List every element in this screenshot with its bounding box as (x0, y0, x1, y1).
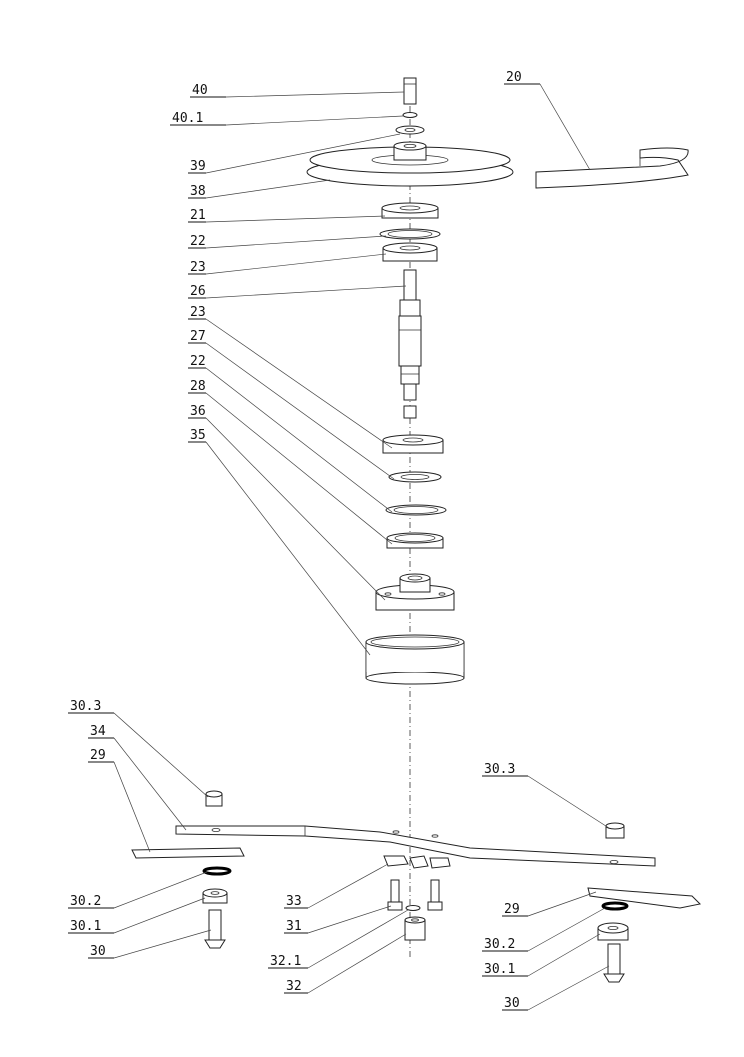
label-30-1-right: 30.1 (482, 962, 528, 977)
part-30-3-nut-left (205, 790, 223, 807)
svg-text:29: 29 (504, 902, 520, 917)
svg-text:22: 22 (190, 234, 206, 249)
label-29-left: 29 (88, 748, 114, 763)
part-38-pulley (306, 141, 514, 187)
label-30-left: 30 (88, 944, 114, 959)
part-30-2-ring-left (202, 866, 232, 876)
part-33-brackets (383, 855, 451, 869)
label-31: 31 (284, 919, 308, 934)
svg-text:23: 23 (190, 260, 206, 275)
svg-text:36: 36 (190, 404, 206, 419)
label-32-1: 32.1 (268, 954, 308, 969)
label-30-2-right: 30.2 (482, 937, 528, 952)
part-30-bolt-left (204, 909, 226, 949)
svg-text:28: 28 (190, 379, 206, 394)
svg-text:30.2: 30.2 (70, 894, 101, 909)
svg-text:40.1: 40.1 (172, 111, 203, 126)
svg-text:30.3: 30.3 (70, 699, 101, 714)
label-30-2-left: 30.2 (68, 894, 114, 909)
svg-text:39: 39 (190, 159, 206, 174)
leader-lines (113, 83, 610, 1011)
svg-text:40: 40 (192, 83, 208, 98)
svg-text:30.1: 30.1 (70, 919, 101, 934)
part-27-circlip (388, 471, 442, 483)
label-22-lower: 22 (188, 354, 206, 369)
svg-text:38: 38 (190, 184, 206, 199)
part-31-bolts (387, 879, 443, 911)
part-21-bearing (381, 202, 439, 219)
part-28-seal (386, 532, 444, 549)
svg-text:29: 29 (90, 748, 106, 763)
svg-text:31: 31 (286, 919, 302, 934)
svg-text:34: 34 (90, 724, 106, 739)
label-20: 20 (504, 70, 540, 85)
label-40-1: 40.1 (170, 111, 226, 126)
part-30-1-bush-left (202, 888, 228, 904)
svg-text:35: 35 (190, 428, 206, 443)
svg-text:30: 30 (90, 944, 106, 959)
part-30-bolt-right (603, 943, 625, 983)
label-23-lower: 23 (188, 305, 206, 320)
part-30-3-nut-right (605, 822, 625, 839)
label-21: 21 (188, 208, 206, 223)
label-27: 27 (188, 329, 206, 344)
label-38: 38 (188, 184, 206, 199)
part-40-1-washer (402, 112, 418, 118)
part-20-guard (535, 147, 689, 189)
part-29-blade-right (587, 887, 702, 909)
svg-text:30: 30 (504, 996, 520, 1011)
label-30-right: 30 (502, 996, 528, 1011)
part-23-bearing-lower (382, 434, 444, 454)
label-26: 26 (188, 284, 206, 299)
svg-text:26: 26 (190, 284, 206, 299)
svg-text:30.1: 30.1 (484, 962, 515, 977)
part-30-1-bush-right (597, 922, 629, 941)
svg-text:32: 32 (286, 979, 302, 994)
svg-text:33: 33 (286, 894, 302, 909)
label-34: 34 (88, 724, 114, 739)
label-32: 32 (284, 979, 308, 994)
svg-text:22: 22 (190, 354, 206, 369)
part-30-2-ring-right (601, 901, 629, 911)
part-34-bar (175, 825, 656, 867)
part-32-spacer (404, 916, 426, 941)
svg-text:20: 20 (506, 70, 522, 85)
label-30-1-left: 30.1 (68, 919, 114, 934)
label-23-upper: 23 (188, 260, 206, 275)
part-22-circlip-lower (385, 504, 447, 516)
label-39: 39 (188, 159, 206, 174)
part-35-drum (365, 634, 465, 685)
part-36-housing (375, 573, 455, 611)
label-28: 28 (188, 379, 206, 394)
svg-text:30.2: 30.2 (484, 937, 515, 952)
part-26-shaft (398, 269, 422, 419)
part-23-bearing-upper (382, 242, 438, 262)
label-40: 40 (190, 83, 226, 98)
label-35: 35 (188, 428, 206, 443)
svg-text:27: 27 (190, 329, 206, 344)
part-39-washer (395, 125, 425, 135)
label-29-right: 29 (502, 902, 528, 917)
svg-text:32.1: 32.1 (270, 954, 301, 969)
label-36: 36 (188, 404, 206, 419)
part-22-circlip-upper (379, 228, 441, 240)
part-40-bolt (403, 77, 417, 105)
label-33: 33 (284, 894, 308, 909)
label-22-upper: 22 (188, 234, 206, 249)
svg-text:21: 21 (190, 208, 206, 223)
svg-text:23: 23 (190, 305, 206, 320)
part-32-1-washer (405, 905, 421, 911)
label-30-3-right: 30.3 (482, 762, 528, 777)
part-29-blade-left (131, 847, 245, 859)
label-30-3-left: 30.3 (68, 699, 114, 714)
svg-text:30.3: 30.3 (484, 762, 515, 777)
